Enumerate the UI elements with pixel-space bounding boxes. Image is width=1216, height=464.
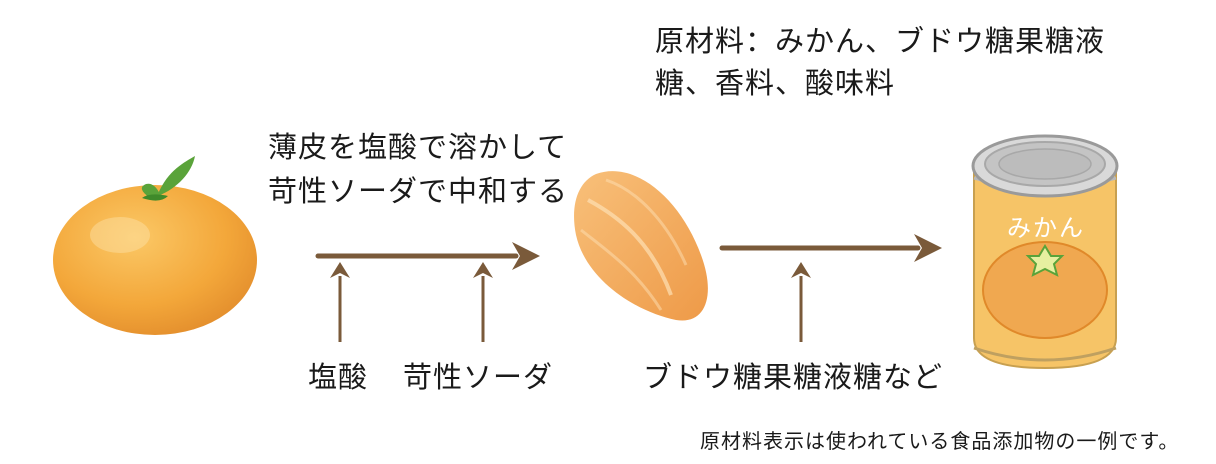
can-label: みかん	[1007, 214, 1085, 242]
input-label-naoh: 苛性ソーダ	[403, 360, 554, 394]
input-arrow-naoh	[473, 262, 493, 342]
step-1-line-2: 苛性ソーダで中和する	[268, 174, 569, 208]
footnote: 原材料表示は使われている食品添加物の一例です。	[700, 429, 1180, 453]
mandarin-segment-icon	[574, 171, 708, 321]
step-1-description: 薄皮を塩酸で溶かして 苛性ソーダで中和する	[268, 125, 568, 213]
ingredients-text: 原材料：みかん、ブドウ糖果糖液 糖、香料、酸味料	[655, 20, 1105, 104]
mandarin-orange-icon	[53, 156, 257, 335]
ingredients-line-1: 原材料：みかん、ブドウ糖果糖液	[655, 24, 1106, 58]
input-label-hcl: 塩酸	[308, 360, 369, 394]
step-1-line-1: 薄皮を塩酸で溶かして	[268, 130, 568, 164]
process-arrow-1	[315, 242, 540, 270]
canned-mandarin-icon	[971, 134, 1119, 370]
process-arrow-2	[719, 234, 942, 262]
ingredients-line-2: 糖、香料、酸味料	[655, 66, 896, 100]
input-label-syrup: ブドウ糖果糖液糖など	[643, 360, 944, 394]
input-arrow-syrup	[791, 262, 811, 342]
input-arrow-hcl	[330, 262, 350, 342]
